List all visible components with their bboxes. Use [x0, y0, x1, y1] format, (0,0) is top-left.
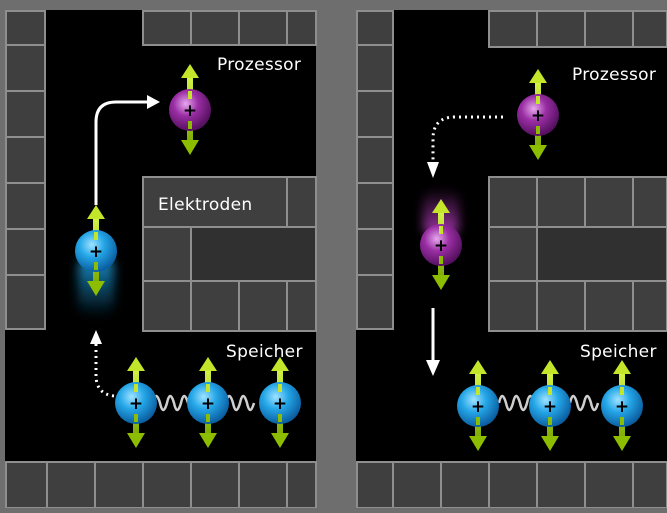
right-memory-label: Speicher: [580, 342, 657, 362]
spring-right-1: [497, 394, 536, 412]
ion-charge-label: +: [183, 101, 197, 121]
left-electrodes-label: Elektroden: [158, 195, 252, 215]
left-transported-ion: +: [75, 205, 117, 296]
spin-arrow-bottom-segment: [620, 417, 624, 425]
spin-arrow-top-segment: [476, 387, 480, 395]
left-processor-label: Prozessor: [217, 55, 301, 75]
spin-arrow-bottom-segment: [206, 414, 210, 422]
spin-arrow-top-segment: [134, 384, 138, 392]
left-transport-arrow: [94, 100, 148, 205]
left-processor-ion: +: [169, 64, 211, 155]
ion-sphere: [517, 94, 559, 136]
ion-sphere: [115, 382, 157, 424]
left-memory-label: Speicher: [226, 342, 303, 362]
left-dotted-arrowhead: [90, 330, 102, 344]
spring-right-2: [568, 394, 600, 412]
spin-arrow-bottom-segment: [476, 417, 480, 425]
left-transport-arrowhead: [147, 95, 160, 109]
right-memory-ion-2: +: [529, 360, 571, 451]
spin-arrow-top-segment: [620, 387, 624, 395]
ions-layer: + + + + + + + + + +: [75, 64, 643, 451]
right-dotted-arrowhead: [427, 162, 439, 178]
left-dotted-arrow: [94, 342, 115, 398]
right-memory-ion-3: +: [601, 360, 643, 451]
right-processor-label: Prozessor: [572, 65, 656, 85]
left-memory-ion-3: +: [259, 357, 301, 448]
spin-arrow-bottom-segment: [278, 414, 282, 422]
spin-arrow-top-segment: [439, 226, 443, 234]
ion-sphere: [457, 385, 499, 427]
ion-charge-label: +: [615, 397, 629, 417]
ion-charge-label: +: [129, 394, 143, 414]
spin-arrow-bottom-segment: [536, 126, 540, 134]
left-memory-ion-2: +: [187, 357, 229, 448]
left-panel: Prozessor Elektroden Speicher: [5, 10, 317, 509]
spin-arrow-top-segment: [278, 384, 282, 392]
spin-arrow-top-segment: [206, 384, 210, 392]
left-wall-tiles: [5, 10, 317, 509]
ion-charge-label: +: [531, 106, 545, 126]
right-processor-ion: +: [517, 69, 559, 160]
ion-couplings: [151, 394, 600, 412]
right-memory-ion-1: +: [457, 360, 499, 451]
spring-left-1: [151, 394, 190, 412]
spin-arrow-bottom-segment: [548, 417, 552, 425]
spin-arrow-bottom-segment: [188, 121, 192, 129]
right-transported-ion: +: [420, 199, 462, 290]
spin-arrow-top-segment: [188, 91, 192, 99]
ion-sphere: [187, 382, 229, 424]
ion-sphere: [75, 230, 117, 272]
right-wall-tiles: [356, 10, 667, 509]
spin-arrow-top-segment: [94, 232, 98, 240]
ion-sphere: [169, 89, 211, 131]
right-dotted-arrow: [431, 115, 503, 164]
ion-charge-label: +: [89, 242, 103, 262]
ion-charge-label: +: [201, 394, 215, 414]
ion-charge-label: +: [273, 394, 287, 414]
ion-sphere: [529, 385, 571, 427]
ion-sphere: [420, 224, 462, 266]
left-memory-ion-1: +: [115, 357, 157, 448]
spin-arrow-bottom-segment: [94, 262, 98, 270]
spin-arrow-top-segment: [548, 387, 552, 395]
spin-arrow-top-segment: [536, 96, 540, 104]
right-down-arrowhead: [426, 360, 440, 376]
spin-arrow-bottom-segment: [439, 256, 443, 264]
ion-sphere: [259, 382, 301, 424]
ion-sphere: [601, 385, 643, 427]
spin-arrow-bottom-segment: [134, 414, 138, 422]
spring-left-2: [224, 394, 256, 412]
ion-charge-label: +: [543, 397, 557, 417]
ion-charge-label: +: [434, 236, 448, 256]
ion-charge-label: +: [471, 397, 485, 417]
